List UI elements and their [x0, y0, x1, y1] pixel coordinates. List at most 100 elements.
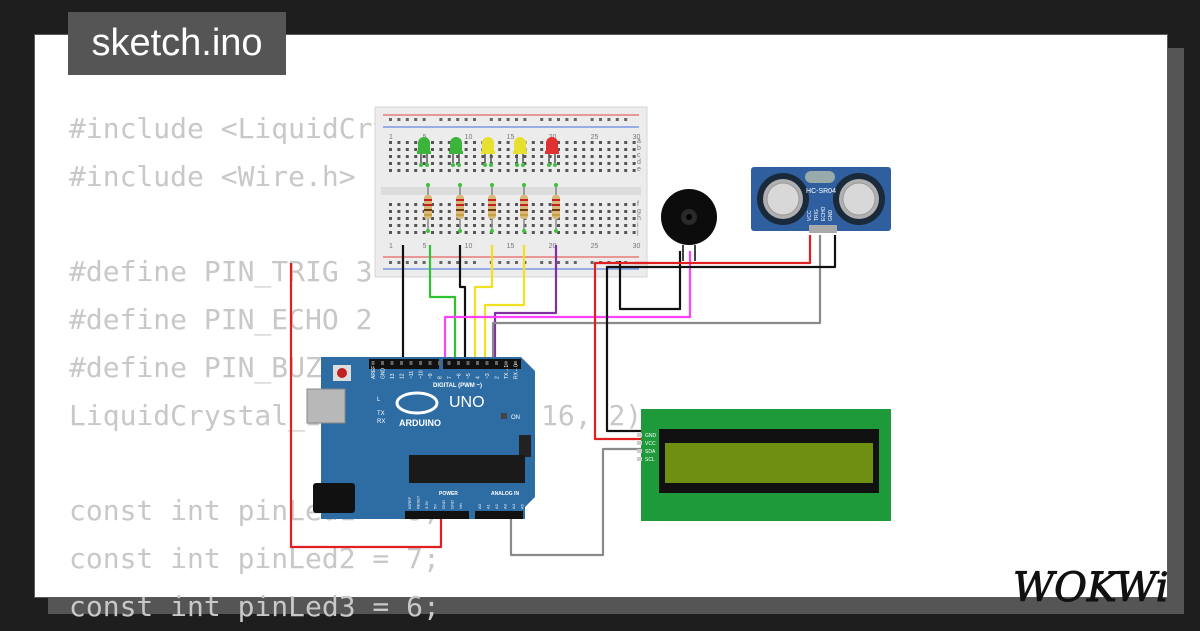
bb-col-number: 10 [465, 134, 473, 141]
buzzer [661, 189, 717, 261]
digital-pin-label: ~6 [457, 373, 463, 379]
power-pin-label: GND [450, 500, 455, 509]
digital-label: DIGITAL (PWM ~) [433, 383, 482, 389]
led-row [417, 137, 559, 167]
resistor [488, 183, 496, 233]
resistor-row [424, 183, 560, 233]
led [545, 137, 559, 167]
lcd-pin-label: GND [645, 433, 657, 439]
analog-pin-label: A3 [503, 503, 508, 509]
power-pin-label: 5V [433, 504, 438, 509]
power-pin-label: IOREF [407, 496, 412, 509]
wire [593, 235, 812, 441]
power-pin-label: RESET [416, 495, 421, 509]
wire [473, 245, 494, 361]
bb-col-number: 1 [389, 243, 393, 250]
l-label: L [377, 397, 381, 403]
bb-col-number: 1 [389, 134, 393, 141]
code-line: const int pinLed3 = 6; [69, 589, 440, 623]
digital-pin-label: ~9 [428, 373, 434, 379]
bb-row-letter: c [637, 152, 641, 159]
digital-pin-label: GND [381, 368, 387, 380]
analog-pin-label: A4 [511, 503, 516, 509]
wire [483, 245, 526, 361]
bb-row-letter: a [637, 138, 641, 145]
bb-col-number: 20 [549, 243, 557, 250]
wire [289, 263, 443, 549]
digital-pin-label: TX→1 [504, 365, 510, 379]
digital-pin-label: 8 [438, 376, 444, 379]
bb-col-number: 15 [507, 243, 515, 250]
digital-pin-label: ~5 [466, 373, 472, 379]
wire [618, 251, 682, 311]
led [481, 137, 495, 167]
digital-pin-label: 12 [400, 373, 406, 379]
bb-col-number: 30 [633, 134, 641, 141]
rx-label: RX [377, 419, 385, 425]
tx-label: TX [377, 411, 385, 417]
breadboard: 115510101515202025253030abcdefghij [374, 106, 648, 278]
analog-pin-label: A0 [477, 503, 482, 509]
analog-pin-label: A2 [494, 503, 499, 509]
led [513, 137, 527, 167]
wire [491, 235, 822, 361]
digital-pin-label: AREF [371, 366, 377, 379]
digital-pin-label: 2 [495, 376, 501, 379]
digital-pin-label: 4 [476, 376, 482, 379]
led [449, 137, 463, 167]
lcd-pin-label: VCC [645, 441, 656, 447]
power-label: POWER [439, 491, 458, 497]
resistor [424, 183, 432, 233]
file-tab[interactable]: sketch.ino [68, 12, 286, 75]
wire [509, 447, 641, 557]
wire [428, 245, 457, 361]
wire [493, 245, 558, 361]
wokwi-logo: WOKWi [1013, 565, 1170, 612]
digital-pin-label: 13 [390, 373, 396, 379]
sensor-model-label: HC-SR04 [806, 188, 836, 195]
code-line: #define PIN_TRIG 3 [69, 255, 373, 289]
digital-pin-label: 7 [447, 376, 453, 379]
wokwi-logo-text: WOKWi [1013, 565, 1169, 611]
bb-row-letter: i [637, 222, 639, 229]
lcd-pin-label: SDA [645, 449, 656, 455]
sensor-pin-label: VCC [807, 210, 813, 221]
bb-col-number: 5 [423, 243, 427, 250]
bb-row-letter: j [636, 229, 639, 236]
analog-pin-label: A5 [520, 503, 525, 509]
sensor-pin-label: ECHO [821, 206, 827, 221]
resistor [456, 183, 464, 233]
wire [458, 245, 467, 361]
analog-pin-label: A1 [486, 503, 491, 509]
on-label: ON [511, 415, 520, 421]
wire [605, 235, 837, 433]
led [417, 137, 431, 167]
bb-col-number: 10 [465, 243, 473, 250]
bb-row-letter: d [637, 159, 641, 166]
digital-pin-label: ~11 [409, 371, 415, 379]
code-line: #define PIN_ECHO 2 [69, 303, 373, 337]
power-pin-label: Vin [458, 503, 463, 509]
code-line: #include <Wire.h> [69, 159, 356, 193]
digital-pin-label: RX←0 [514, 364, 520, 379]
preview-card: #include <LiquidCrystal_I2C.h>#include <… [34, 34, 1169, 623]
bb-col-number: 25 [591, 243, 599, 250]
power-pin-label: GND [441, 500, 446, 509]
bb-col-number: 15 [507, 134, 515, 141]
resistor [520, 183, 528, 233]
digital-pin-label: ~10 [419, 370, 425, 379]
circuit-diagram: 115510101515202025253030abcdefghij HC-SR… [289, 106, 891, 557]
bb-col-number: 30 [633, 243, 641, 250]
resistor [552, 183, 560, 233]
wires [289, 235, 837, 557]
digital-pin-label: ~3 [485, 373, 491, 379]
sensor-pin-label: TRIG [814, 209, 820, 221]
arduino-brand: ARDUINO [399, 418, 441, 428]
bb-row-letter: b [637, 145, 641, 152]
bb-row-letter: h [637, 215, 641, 222]
power-pin-label: 3.3V [424, 500, 429, 509]
wire [443, 251, 692, 361]
